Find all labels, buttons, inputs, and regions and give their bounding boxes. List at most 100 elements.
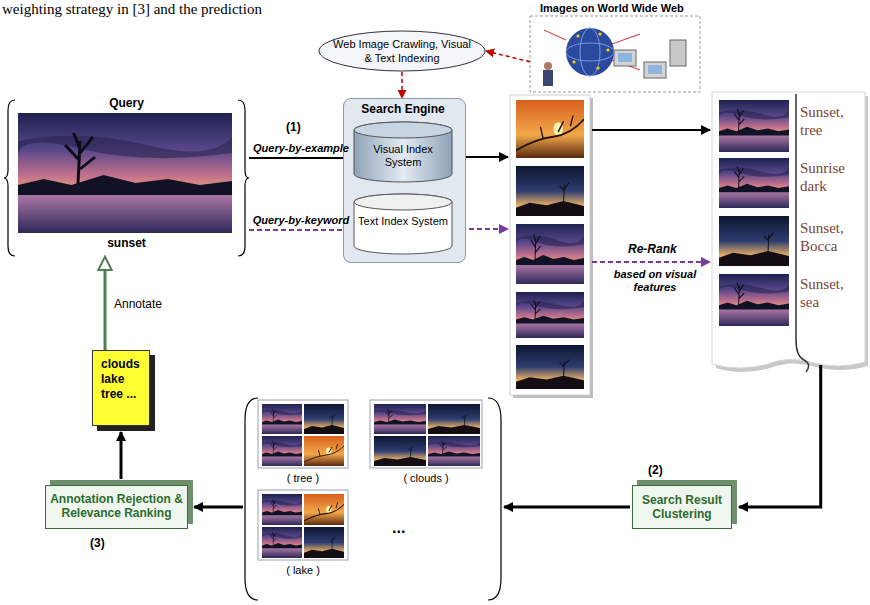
edge-label: Annotate [114, 297, 162, 311]
visual-index-cylinder-outline [354, 122, 452, 182]
result-list-2 [712, 92, 868, 372]
cluster-panel [370, 400, 482, 468]
result-list-2 [719, 158, 789, 208]
web-globe-illustration [576, 34, 579, 37]
web-globe-illustration [648, 65, 662, 74]
result-list-1 [516, 166, 584, 216]
cluster-panel [304, 527, 344, 558]
callout-number: (1) [286, 120, 301, 134]
web-globe-illustration [566, 43, 614, 61]
result-list-2 [719, 100, 789, 152]
query-brace [238, 100, 249, 256]
node-text: Sunset, sea [800, 275, 862, 311]
query-panel: Query sunset [8, 96, 249, 256]
cluster-panel [304, 494, 344, 525]
result-list-2 [712, 92, 865, 368]
web-globe-illustration [644, 62, 666, 78]
web-globe-illustration [566, 28, 614, 76]
edge-label: Query-by-example [253, 142, 349, 155]
crawler-ellipse: Web Image Crawling, Visual & Text Indexi… [318, 30, 486, 72]
node-text: Sunrise dark [800, 159, 862, 195]
arrow-label: based on visual features [602, 268, 708, 294]
cluster-panel [258, 490, 348, 560]
cluster-panel [262, 404, 302, 434]
ellipsis: ... [392, 518, 405, 537]
reranked-result-list: Sunset, treeSunrise darkSunset, BoccaSun… [715, 95, 866, 365]
cluster-panel [304, 436, 344, 466]
text-index-cylinder: Text Index System [353, 193, 453, 255]
connector-arrow [401, 72, 403, 98]
connector-arrow [249, 157, 353, 159]
search-engine-group: Search EngineVisual Index SystemText Ind… [343, 98, 466, 263]
query-image [18, 113, 232, 233]
cluster-label: ( clouds ) [386, 472, 466, 485]
node-text: Search Engine [344, 102, 462, 116]
web-globe-illustration [544, 62, 552, 70]
crawler-ellipse-outline [318, 30, 486, 72]
cluster-panel [245, 398, 501, 600]
node-text: Annotation Rejection & Relevance Ranking [49, 492, 184, 521]
node-text: Sunset, tree [800, 103, 862, 139]
cluster-panel [374, 436, 426, 466]
cluster-panel [245, 398, 258, 600]
web-globe-illustration [596, 66, 599, 69]
crawler-ellipse-outline [319, 31, 485, 71]
web-globe-illustration [606, 48, 609, 51]
web-source-panel: Images on World Wide Web [530, 2, 700, 94]
node-text: Query [8, 96, 245, 110]
flow-arrows [592, 261, 710, 263]
result-list-1 [516, 224, 584, 284]
web-globe-illustration [530, 16, 700, 92]
flow-arrows [504, 506, 630, 509]
cluster-panel [258, 400, 348, 468]
arrow-label: Re-Rank [628, 242, 677, 256]
web-globe-illustration [543, 70, 553, 86]
connector-arrow [120, 432, 123, 479]
result-list-1 [516, 292, 584, 338]
node-text: Text Index System [358, 215, 448, 228]
node-text: Images on World Wide Web [540, 2, 684, 15]
visual-index-cylinder: Visual Index System [353, 121, 453, 183]
web-globe-illustration [530, 16, 700, 92]
process-box: Annotation Rejection & Relevance Ranking [45, 485, 188, 529]
result-list-2 [719, 216, 789, 266]
connector-arrow [249, 229, 353, 231]
result-list-1 [516, 345, 584, 389]
result-list-1 [510, 95, 590, 395]
cluster-panel [262, 494, 302, 525]
flow-arrows [194, 506, 243, 509]
web-globe-illustration [618, 53, 632, 62]
result-list-1 [513, 98, 593, 398]
cluster-panel [488, 398, 501, 600]
cluster-panel [304, 404, 344, 434]
query-brace [4, 100, 15, 256]
cluster-panel [374, 404, 426, 434]
flow-arrows [592, 129, 710, 131]
callout-number: (2) [648, 463, 663, 477]
visual-index-cylinder-outline [354, 122, 452, 138]
connector-arrow [486, 51, 530, 62]
result-list-1 [516, 100, 584, 158]
web-globe-illustration [598, 32, 601, 35]
cluster-label: ( tree ) [263, 472, 343, 485]
edge-label: Query-by-keyword [253, 214, 350, 227]
node-text: sunset [8, 236, 245, 250]
node-text: Web Image Crawling, Visual & Text Indexi… [332, 37, 472, 65]
query-brace [4, 100, 249, 256]
web-globe-illustration [580, 28, 600, 76]
web-globe-illustration [572, 60, 575, 63]
paper-text-fragment: weighting strategy in [3] and the predic… [2, 0, 262, 18]
callout-number: (3) [90, 536, 105, 550]
node-text: Visual Index System [358, 143, 448, 169]
process-box: Search Result Clustering [632, 485, 732, 529]
web-globe-illustration [544, 30, 640, 70]
node-text: Search Result Clustering [637, 493, 727, 522]
connector-arrow [104, 258, 107, 350]
node-text: Sunset, Bocca [800, 219, 862, 255]
cluster-label: ( lake ) [263, 564, 343, 577]
cluster-panel [262, 436, 302, 466]
web-globe-illustration [614, 50, 636, 66]
result-list-1 [510, 95, 593, 398]
cluster-panel [428, 404, 480, 434]
result-list-2 [719, 274, 789, 326]
